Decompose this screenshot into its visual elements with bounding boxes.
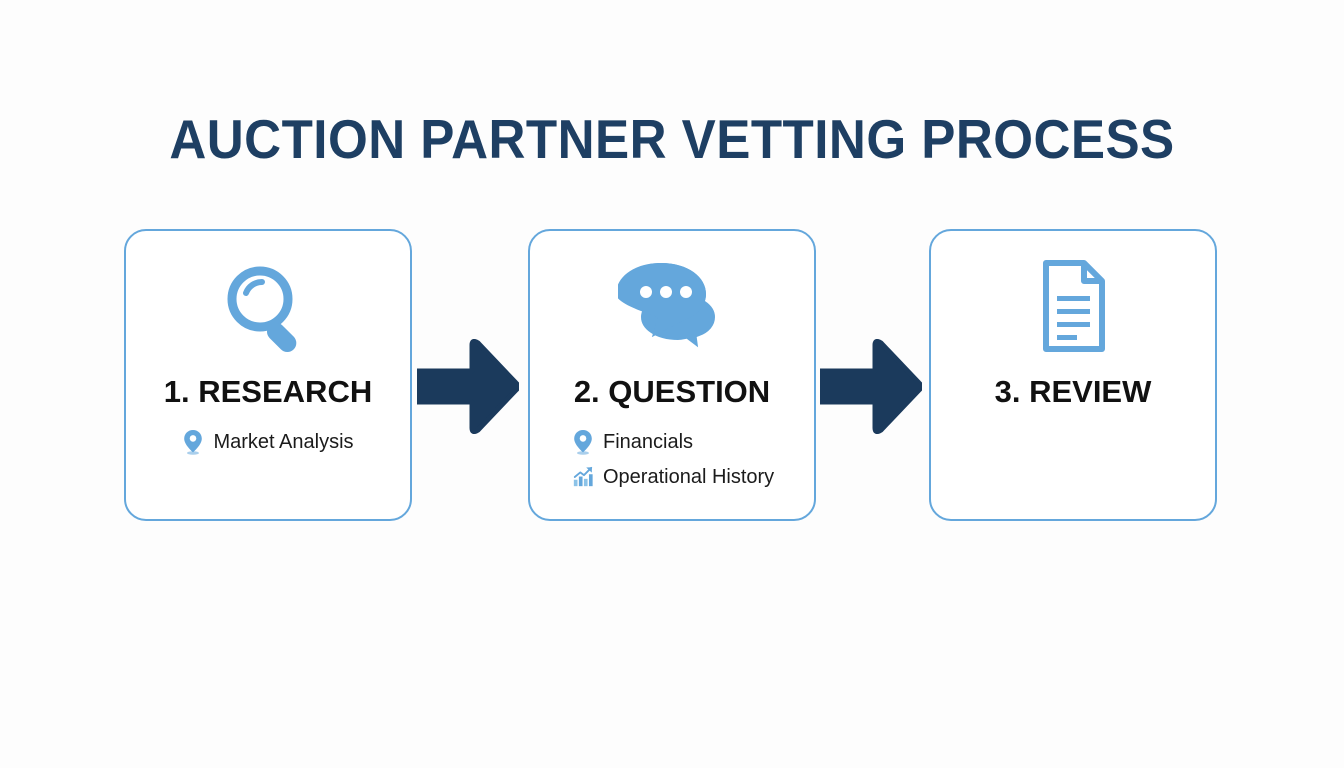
- list-item-label: Operational History: [603, 465, 775, 488]
- location-pin-icon: [184, 429, 203, 455]
- step-heading: 3. REVIEW: [994, 374, 1152, 409]
- magnifying-glass-icon: [126, 253, 410, 361]
- step-heading: 2. QUESTION: [573, 374, 771, 409]
- step-sub-list: Financials Operational History: [530, 424, 814, 494]
- step-heading: 1. RESEARCH: [163, 374, 373, 409]
- step-card-review[interactable]: 3. REVIEW: [929, 229, 1217, 521]
- speech-bubbles-icon: [530, 253, 814, 361]
- location-pin-icon: [574, 429, 592, 455]
- arrow-right-icon: [817, 338, 924, 435]
- list-item: Financials: [572, 424, 693, 459]
- arrow-right-icon: [414, 338, 521, 435]
- list-item-label: Financials: [603, 430, 694, 453]
- list-item: Operational History: [572, 459, 774, 494]
- step-sub-list: Market Analysis: [126, 424, 410, 459]
- document-lines-icon: [931, 253, 1215, 361]
- page-title: AUCTION PARTNER VETTING PROCESS: [169, 108, 1175, 170]
- process-flow: 1. RESEARCH Market Analysis: [0, 229, 1344, 524]
- step-card-research[interactable]: 1. RESEARCH Market Analysis: [124, 229, 412, 521]
- bar-chart-growth-icon: [573, 466, 593, 486]
- list-item-label: Market Analysis: [213, 430, 354, 453]
- step-card-question[interactable]: 2. QUESTION Financials: [528, 229, 816, 521]
- list-item: Market Analysis: [182, 424, 354, 459]
